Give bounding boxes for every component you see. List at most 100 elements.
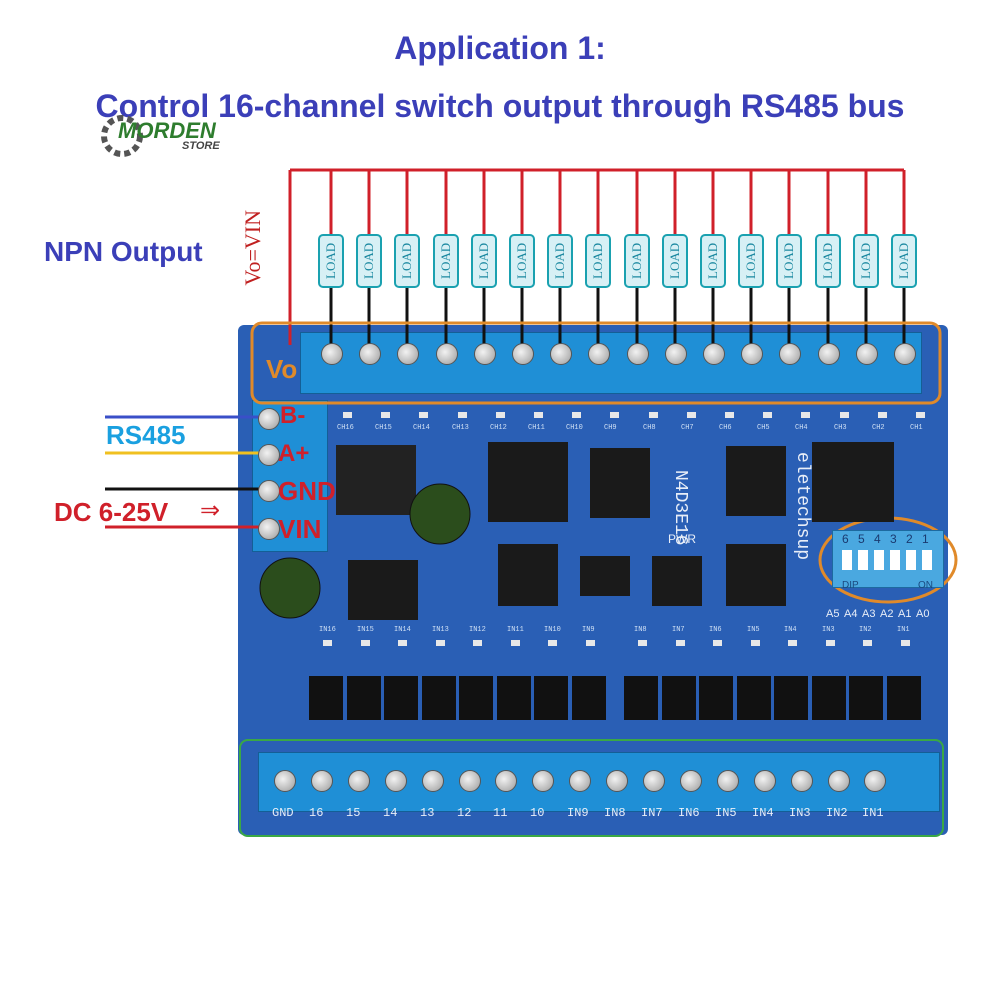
- channel-label: CH7: [681, 424, 694, 432]
- channel-label: CH14: [413, 424, 430, 432]
- load-box: LOAD: [318, 234, 344, 288]
- input-terminal-label: 14: [383, 806, 398, 820]
- channel-label: CH16: [337, 424, 354, 432]
- title-line-1: Application 1:: [394, 30, 606, 66]
- input-led-label: IN2: [859, 626, 872, 634]
- input-led: [751, 640, 760, 646]
- input-screw: [569, 770, 591, 792]
- optocoupler: [309, 676, 343, 720]
- ic-7: [726, 544, 786, 606]
- input-screw: [274, 770, 296, 792]
- load-label: LOAD: [705, 242, 720, 280]
- optocoupler: [384, 676, 418, 720]
- dip-on-text: ON: [918, 580, 933, 591]
- load-label: LOAD: [743, 242, 758, 280]
- input-led: [586, 640, 595, 646]
- channel-label: CH2: [872, 424, 885, 432]
- input-screw: [828, 770, 850, 792]
- channel-led: [801, 412, 810, 418]
- input-led-label: IN4: [784, 626, 797, 634]
- load-label: LOAD: [514, 242, 529, 280]
- input-terminal-label: IN8: [604, 806, 626, 820]
- address-label: A3: [862, 608, 876, 620]
- load-label: LOAD: [361, 242, 376, 280]
- load-label: LOAD: [629, 242, 644, 280]
- address-label: A1: [898, 608, 912, 620]
- channel-led: [381, 412, 390, 418]
- dip-number: 2: [906, 532, 913, 546]
- dip-lever: [890, 550, 900, 570]
- load-box: LOAD: [509, 234, 535, 288]
- input-led: [901, 640, 910, 646]
- output-screw: [512, 343, 534, 365]
- output-screw: [397, 343, 419, 365]
- dip-lever: [922, 550, 932, 570]
- vin-screw: [258, 518, 280, 540]
- input-led: [511, 640, 520, 646]
- dip-number: 3: [890, 532, 897, 546]
- input-led: [638, 640, 647, 646]
- channel-label: CH1: [910, 424, 923, 432]
- gnd-screw: [258, 480, 280, 502]
- optocoupler: [737, 676, 771, 720]
- channel-label: CH12: [490, 424, 507, 432]
- ic-8: [580, 556, 630, 596]
- vo-vin-label-wrap: Vo=VIN: [240, 210, 280, 320]
- input-terminal-label: 16: [309, 806, 324, 820]
- capacitor-2: [259, 557, 321, 619]
- load-box: LOAD: [585, 234, 611, 288]
- input-terminal-label: 13: [420, 806, 435, 820]
- input-led-label: IN11: [507, 626, 524, 634]
- input-led: [398, 640, 407, 646]
- input-screw: [422, 770, 444, 792]
- optocoupler: [774, 676, 808, 720]
- channel-led: [343, 412, 352, 418]
- output-screw: [627, 343, 649, 365]
- output-screw: [474, 343, 496, 365]
- dip-number: 4: [874, 532, 881, 546]
- input-led-label: IN16: [319, 626, 336, 634]
- input-screw: [495, 770, 517, 792]
- optocoupler: [459, 676, 493, 720]
- output-screw: [436, 343, 458, 365]
- output-screw: [703, 343, 725, 365]
- channel-led: [610, 412, 619, 418]
- input-terminal-label: IN6: [678, 806, 700, 820]
- channel-led: [534, 412, 543, 418]
- inductor: [348, 560, 418, 620]
- optocoupler: [534, 676, 568, 720]
- input-led: [713, 640, 722, 646]
- load-label: LOAD: [858, 242, 873, 280]
- load-label: LOAD: [476, 242, 491, 280]
- input-led-label: IN9: [582, 626, 595, 634]
- title-line-2: Control 16-channel switch output through…: [95, 88, 905, 124]
- optocoupler: [812, 676, 846, 720]
- channel-label: CH9: [604, 424, 617, 432]
- output-screw: [321, 343, 343, 365]
- load-label: LOAD: [552, 242, 567, 280]
- optocoupler: [849, 676, 883, 720]
- channel-led: [649, 412, 658, 418]
- input-screw: [717, 770, 739, 792]
- input-led: [788, 640, 797, 646]
- input-terminal-label: IN1: [862, 806, 884, 820]
- board-brand: eletechsup: [792, 452, 812, 561]
- dip-text: DIP: [842, 580, 859, 591]
- input-led: [863, 640, 872, 646]
- input-led-label: IN1: [897, 626, 910, 634]
- channel-label: CH5: [757, 424, 770, 432]
- optocoupler: [497, 676, 531, 720]
- load-label: LOAD: [667, 242, 682, 280]
- input-screw: [791, 770, 813, 792]
- dip-lever: [906, 550, 916, 570]
- input-led-label: IN12: [469, 626, 486, 634]
- load-wires: [288, 168, 906, 345]
- input-screw: [532, 770, 554, 792]
- pwr-label: PWR: [668, 532, 696, 546]
- input-led: [826, 640, 835, 646]
- load-box: LOAD: [776, 234, 802, 288]
- regulator: [336, 445, 416, 515]
- channel-led: [763, 412, 772, 418]
- address-label: A2: [880, 608, 894, 620]
- optocoupler: [887, 676, 921, 720]
